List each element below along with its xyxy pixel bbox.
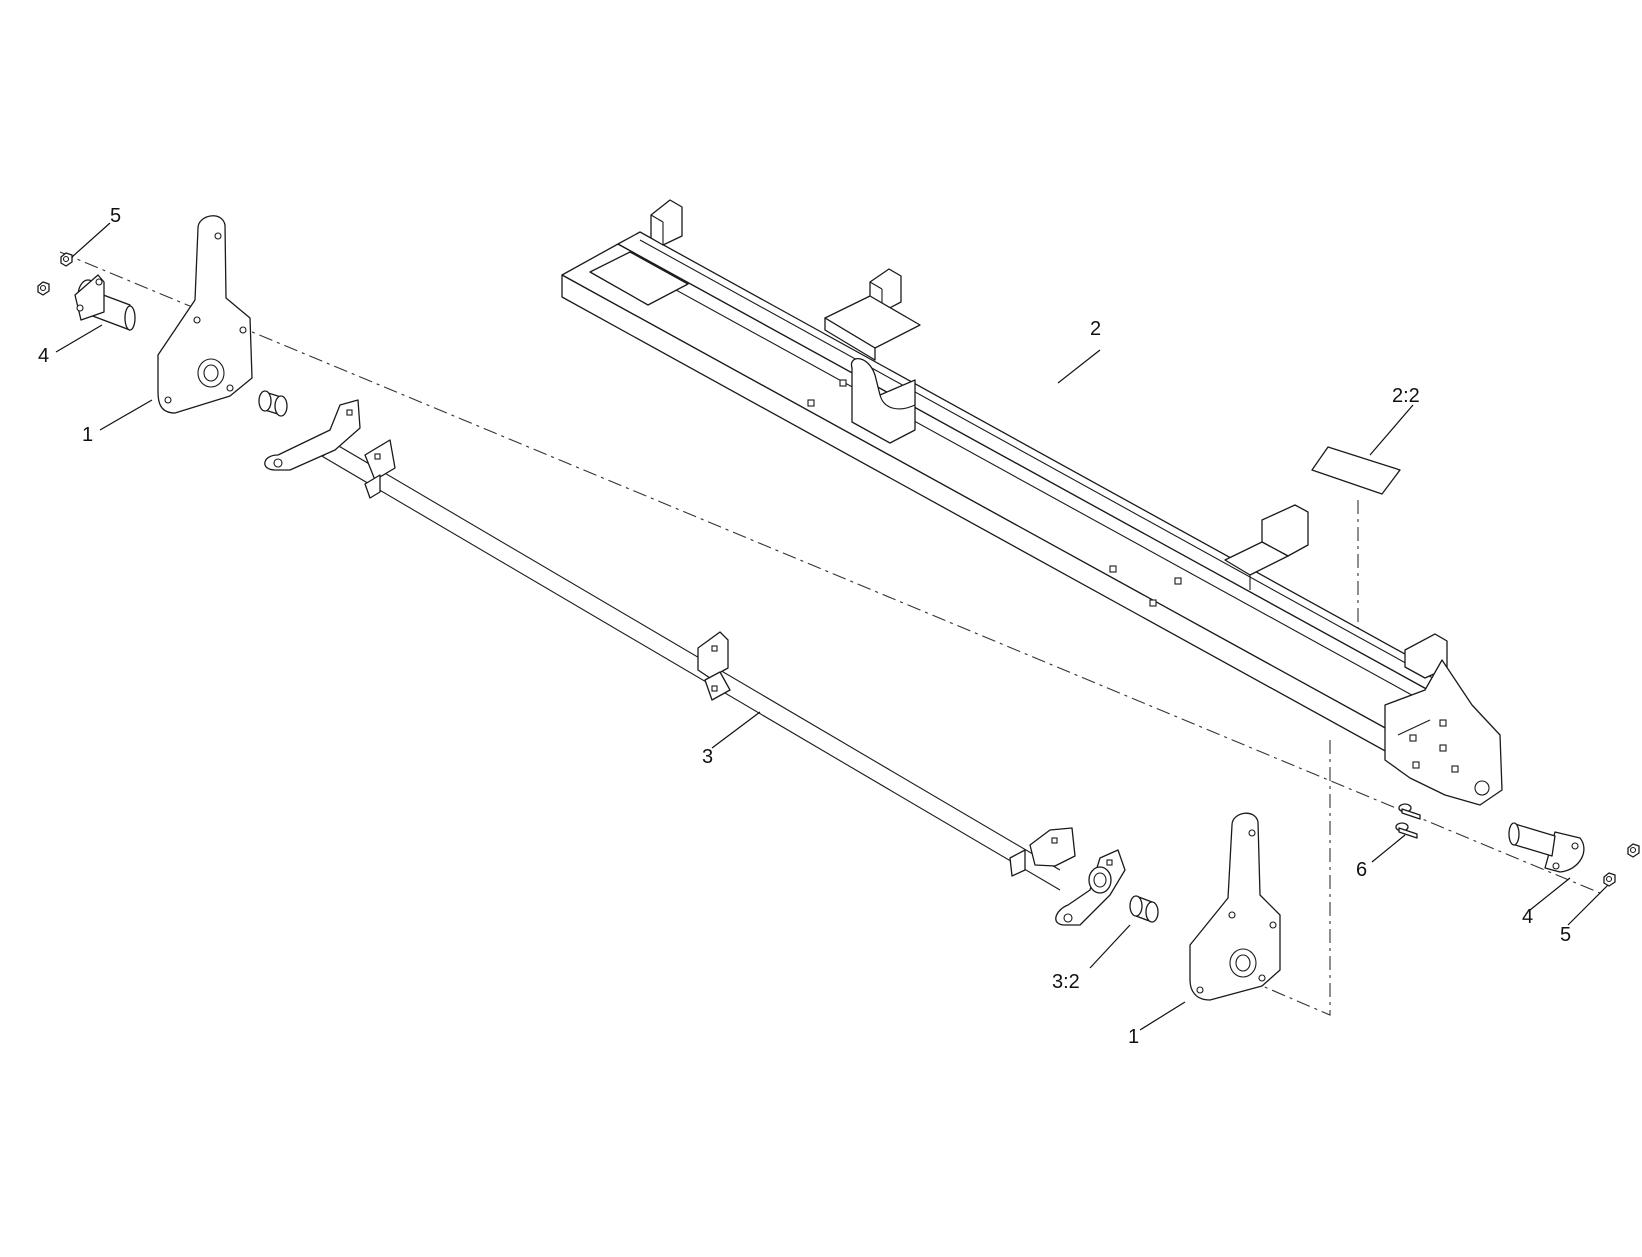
bushing-right (1129, 895, 1159, 923)
main-frame-channel (561, 199, 1503, 806)
side-plate-left (157, 215, 253, 414)
nut-left-upper (60, 252, 73, 267)
nut-left-lower (37, 281, 50, 296)
callout-1-left: 1 (82, 424, 93, 446)
callout-6: 6 (1356, 859, 1367, 881)
nut-right-lower (1603, 872, 1616, 887)
leader-lines (55, 222, 1609, 1031)
callout-4-left: 4 (38, 345, 49, 367)
callout-3: 3 (702, 746, 713, 768)
nut-right-upper (1627, 843, 1640, 858)
callout-1-right: 1 (1128, 1026, 1139, 1048)
callout-2-2: 2:2 (1392, 385, 1420, 407)
bushing-left (258, 390, 288, 417)
callout-5-right: 5 (1560, 924, 1571, 946)
side-plate-right (1189, 812, 1281, 1001)
callout-2: 2 (1090, 318, 1101, 340)
callout-5-top: 5 (110, 205, 121, 227)
pivot-pin-right (1508, 822, 1585, 873)
callout-4-right: 4 (1522, 906, 1533, 928)
cross-tube (264, 399, 1126, 926)
bolts (1395, 803, 1421, 839)
decal-2-2 (1311, 446, 1401, 495)
callout-3-2: 3:2 (1052, 971, 1080, 993)
callout-labels: 5 4 1 2 2:2 3 6 4 5 3:2 1 (38, 205, 1571, 1048)
pivot-pin-left (74, 274, 136, 331)
